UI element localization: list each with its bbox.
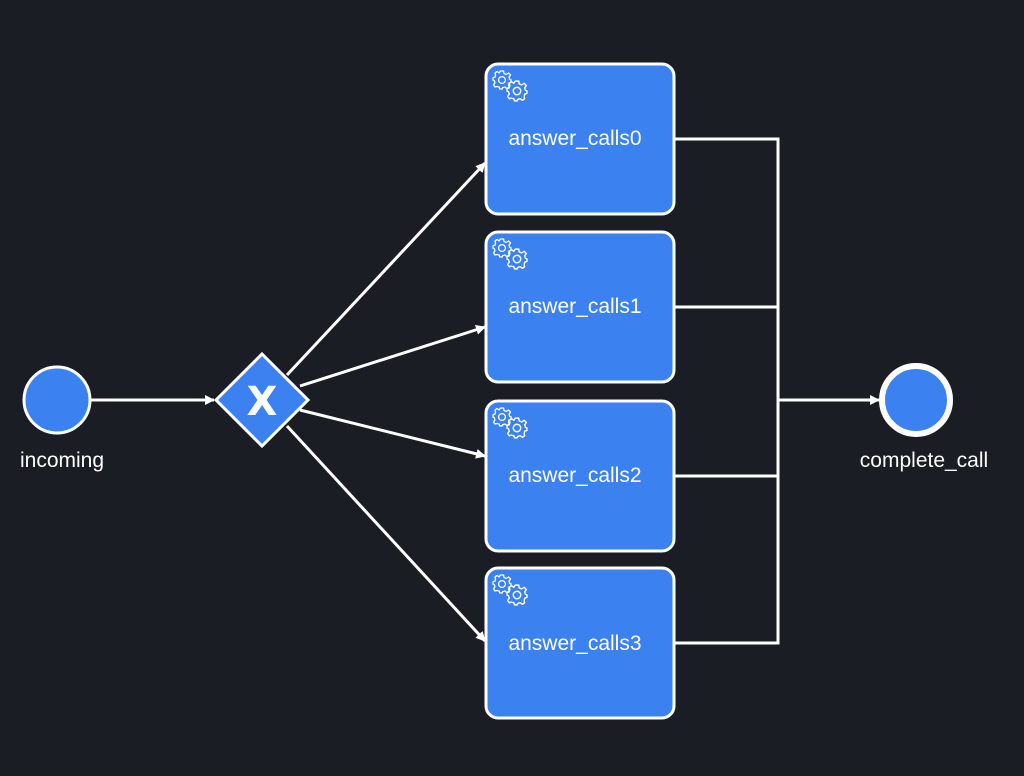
task-box[interactable]	[484, 399, 676, 553]
flow-gateway-to-answer-calls1[interactable]	[299, 324, 486, 388]
task-answer-calls3[interactable]: answer_calls3	[484, 566, 676, 720]
flow-gateway-to-answer-calls3[interactable]	[285, 424, 487, 643]
gateway-marker: X	[247, 379, 278, 425]
start-event-circle[interactable]	[22, 365, 92, 435]
end-event[interactable]: complete_call	[860, 363, 988, 472]
task-box[interactable]	[484, 566, 676, 720]
task-label: answer_calls0	[508, 127, 641, 150]
flow-gateway-to-answer-calls2[interactable]	[299, 408, 486, 459]
task-box[interactable]	[484, 62, 676, 216]
task-label: answer_calls2	[508, 464, 641, 487]
task-answer-calls1[interactable]: answer_calls1	[484, 230, 676, 384]
task-label: answer_calls1	[508, 295, 641, 318]
end-event-label: complete_call	[860, 449, 988, 472]
task-answer-calls0[interactable]: answer_calls0	[484, 62, 676, 216]
exclusive-gateway-diamond[interactable]	[213, 351, 311, 449]
flow-gateway-to-answer-calls0[interactable]	[285, 161, 487, 377]
exclusive-gateway[interactable]: X	[213, 351, 311, 449]
start-event[interactable]: incoming	[20, 365, 104, 472]
flow-answer-calls3-to-merge[interactable]	[675, 400, 780, 645]
task-box[interactable]	[484, 230, 676, 384]
task-label: answer_calls3	[508, 632, 641, 655]
end-event-circle[interactable]	[879, 363, 953, 437]
task-answer-calls2[interactable]: answer_calls2	[484, 399, 676, 553]
sequence-flows	[91, 137, 880, 645]
flow-answer-calls0-to-merge[interactable]	[675, 137, 780, 400]
start-event-label: incoming	[20, 449, 104, 472]
